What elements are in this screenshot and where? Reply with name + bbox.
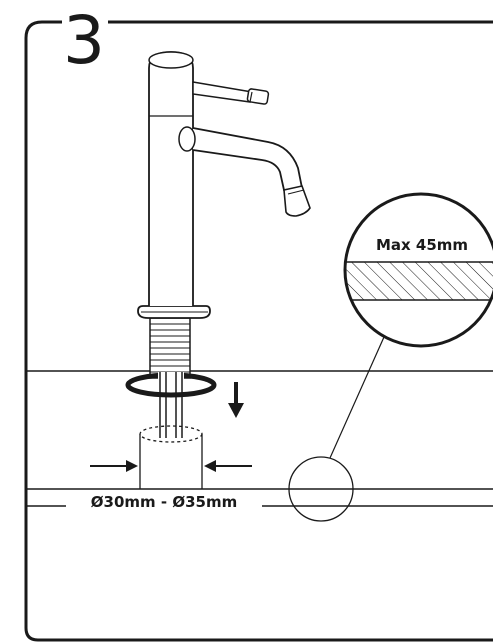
down-arrow-icon (228, 382, 244, 418)
threaded-shank (149, 317, 191, 379)
hole-diameter-label: Ø30mm - Ø35mm (91, 493, 237, 511)
magnifier-leader-line (329, 336, 385, 459)
max-thickness-label: Max 45mm (376, 236, 468, 254)
faucet-base (137, 305, 211, 319)
detail-focus-circle (288, 456, 354, 522)
step-number: 3 (63, 2, 105, 79)
inward-arrow-right-icon (90, 460, 138, 472)
faucet-body (148, 51, 194, 306)
mounting-studs (159, 378, 183, 438)
step-frame (24, 20, 493, 642)
inward-arrow-left-icon (204, 460, 252, 472)
faucet-spout (178, 126, 311, 217)
magnified-countertop-detail (343, 192, 493, 348)
lever-handle (192, 81, 270, 105)
